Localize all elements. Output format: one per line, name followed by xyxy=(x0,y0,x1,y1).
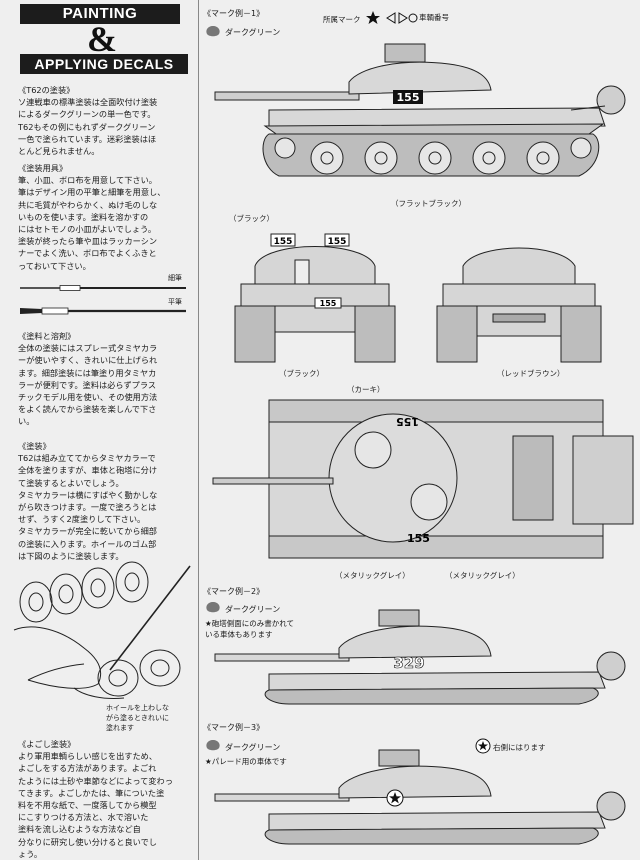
color-dark-green: ダークグリーン xyxy=(225,28,281,37)
marking-diagrams-column: 《マーク例－1》 ダークグリーン 所属マーク 車輌番号 xyxy=(198,0,640,860)
section-painting: 《塗装》 T62は組み立ててからタミヤカラーで 全体を塗りますが、車体と砲塔に分… xyxy=(18,440,188,562)
flat-brush-label: 平筆 xyxy=(168,298,182,306)
section-title: 《塗料と溶剤》 xyxy=(18,331,76,341)
color-dark-green-3: ダークグリーン xyxy=(225,743,281,752)
paint-swatch-icon xyxy=(206,26,220,37)
marking-example-3-title: 《マーク例－3》 xyxy=(203,723,265,732)
tank-rear-view xyxy=(436,247,602,363)
top-number-upside-down: 155 xyxy=(396,415,419,428)
side-number-155: 155 xyxy=(397,91,420,104)
front-turret-number-2: 155 xyxy=(328,237,347,247)
fine-brush-icon xyxy=(20,285,186,291)
section-t62-painting: 《T62の塗装》 ソ連戦車の標準塗装は全面吹付け塗装 によるダークグリーンの単一… xyxy=(18,84,188,157)
metallic-grey-right-label: （メタリックグレイ） xyxy=(445,571,520,580)
section-body: T62は組み立ててからタミヤカラーで 全体を塗りますが、車体と砲塔に分け て塗装… xyxy=(18,453,158,561)
khaki-label: （カーキ） xyxy=(347,385,385,394)
tank-side-view-3 xyxy=(214,749,626,845)
unit-mark-star-icon xyxy=(366,11,418,24)
red-brown-label: （レッドブラウン） xyxy=(497,369,565,378)
marking-example-1-title: 《マーク例－1》 xyxy=(203,9,265,18)
wheel-painting-illustration xyxy=(13,561,191,699)
section-title: 《T62の塗装》 xyxy=(18,85,75,95)
section-title: 《よごし塗装》 xyxy=(18,739,76,749)
section-body: 筆、小皿、ボロ布を用意して下さい。 筆はデザイン用の平筆と細筆を用意し、 共に毛… xyxy=(18,175,166,271)
tank-side-view-2: 329 xyxy=(214,609,626,705)
example-3-note: ★パレード用の車体です xyxy=(205,757,287,766)
flat-brush-icon xyxy=(20,307,186,315)
front-hull-number: 155 xyxy=(320,299,337,308)
metallic-grey-left-label: （メタリックグレイ） xyxy=(335,571,410,580)
vehicle-number-label: 車輌番号 xyxy=(419,13,449,22)
guards-badge-icon xyxy=(475,738,491,754)
header-painting: PAINTING xyxy=(20,4,180,24)
section-body: ソ連戦車の標準塗装は全面吹付け塗装 によるダークグリーンの単一色です。 T62も… xyxy=(18,97,158,157)
side-number-329: 329 xyxy=(393,654,424,672)
example-2-note: ★砲塔側面にのみ書かれて いる車体もあります xyxy=(205,619,294,639)
section-weathering: 《よごし塗装》 より軍用車輌らしい感じを出すため、 よごしをする方法があります。… xyxy=(18,738,188,860)
top-number: 155 xyxy=(407,532,430,545)
section-body: より軍用車輌らしい感じを出すため、 よごしをする方法があります。よごれ たように… xyxy=(18,751,173,859)
header-applying-decals: APPLYING DECALS xyxy=(20,54,188,74)
tank-side-view-1: 155 xyxy=(214,43,626,177)
section-body: 全体の塗装にはスプレー式タミヤカラ ーが使いやすく、きれいに仕上げられ ます。細… xyxy=(18,343,158,427)
header-ampersand: & xyxy=(87,19,117,59)
paint-swatch-icon xyxy=(206,602,220,613)
tank-top-view: 155 155 xyxy=(212,399,634,559)
wheel-caption: ホイールを上わしな がら塗るときれいに 塗れます xyxy=(106,704,169,732)
section-tools: 《塗装用具》 筆、小皿、ボロ布を用意して下さい。 筆はデザイン用の平筆と細筆を用… xyxy=(18,162,188,272)
black-top-label: （ブラック） xyxy=(229,214,274,223)
paint-swatch-icon xyxy=(206,740,220,751)
right-side-only-label: 右側にはります xyxy=(493,743,546,752)
section-paints-thinners: 《塗料と溶剤》 全体の塗装にはスプレー式タミヤカラ ーが使いやすく、きれいに仕上… xyxy=(18,330,188,428)
black-bottom-label: （ブラック） xyxy=(279,369,324,378)
section-title: 《塗装用具》 xyxy=(18,163,68,173)
tank-front-view: 155 155 155 xyxy=(234,233,396,363)
fine-brush-label: 細筆 xyxy=(168,274,182,282)
marking-example-2-title: 《マーク例－2》 xyxy=(203,587,265,596)
section-title: 《塗装》 xyxy=(18,441,51,451)
color-dark-green-2: ダークグリーン xyxy=(225,605,281,614)
painting-instructions-column: PAINTING & APPLYING DECALS 《T62の塗装》 ソ連戦車… xyxy=(12,0,191,860)
front-turret-number: 155 xyxy=(274,237,293,247)
flat-black-label: （フラットブラック） xyxy=(391,199,466,208)
unit-mark-label: 所属マーク xyxy=(323,15,361,24)
